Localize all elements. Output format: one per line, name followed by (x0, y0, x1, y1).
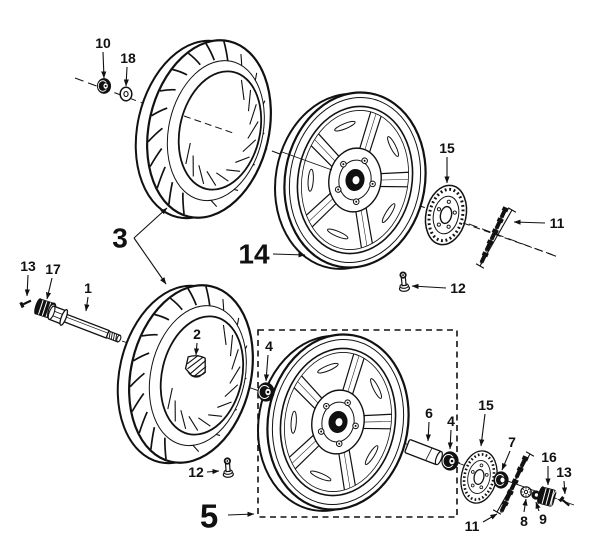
axle-bolt-1 (47, 305, 122, 343)
callout-leader-3 (133, 207, 168, 239)
callout-leader-8 (522, 498, 528, 513)
callout-leader-7 (501, 450, 511, 471)
callout-leader-11 (482, 513, 498, 523)
part-callout-13: 13 (556, 464, 572, 480)
part-callout-9: 9 (539, 511, 547, 527)
rim-weight-2 (184, 354, 207, 378)
centerline-overlays (183, 115, 557, 257)
part-callout-1: 1 (84, 280, 92, 296)
rear-brake-disc (460, 450, 498, 504)
part-callout-5: 5 (200, 498, 218, 535)
callout-leader-3 (133, 237, 167, 285)
part-callout-7: 7 (508, 434, 516, 450)
rear-wheel-rim (257, 333, 410, 512)
rear-disc-bolts-11 (492, 451, 535, 515)
callout-leader-4 (447, 429, 453, 450)
part-callout-2: 2 (193, 326, 201, 342)
front-wheel-rim (274, 91, 427, 270)
rear-wheel-assembly-box (257, 329, 458, 518)
callout-leader-4 (263, 354, 270, 382)
part-callout-13: 13 (20, 258, 36, 274)
part-callout-17: 17 (45, 261, 61, 277)
callout-leader-12 (411, 283, 447, 289)
spacer-4-right (441, 451, 459, 471)
callout-leader-1 (84, 296, 90, 312)
screw-13-left (19, 299, 32, 309)
callout-leader-9 (535, 501, 541, 512)
callout-leader-6 (425, 421, 431, 442)
callout-leader-2 (193, 342, 200, 356)
callout-leader-13 (24, 274, 30, 297)
callout-leader-15 (479, 413, 486, 447)
part-callout-14: 14 (238, 239, 270, 270)
part-callout-8: 8 (520, 513, 528, 529)
part-callout-10: 10 (95, 35, 111, 51)
rear-tire (116, 284, 254, 465)
part-callout-15: 15 (439, 140, 455, 156)
washer-18 (119, 86, 133, 102)
front-valve-stem (398, 271, 411, 292)
spacer-4-left (257, 382, 275, 402)
callout-leader-14 (272, 252, 306, 258)
part-callout-16: 16 (541, 449, 557, 465)
part-callout-12: 12 (188, 464, 204, 480)
part-callout-18: 18 (120, 50, 136, 66)
front-brake-disc (424, 184, 468, 246)
callout-leader-11 (513, 219, 546, 225)
part-callout-4: 4 (265, 338, 273, 354)
part-callout-11: 11 (550, 215, 565, 231)
axle-nut-10 (96, 78, 112, 94)
part-callout-12: 12 (450, 280, 466, 296)
part-callout-11: 11 (465, 518, 480, 534)
callout-leader-18 (123, 66, 129, 87)
callout-leader-5 (227, 511, 255, 517)
front-tire (134, 39, 272, 220)
washer-8 (520, 486, 532, 498)
callout-leader-13 (561, 480, 568, 495)
callout-leader-17 (45, 277, 53, 300)
axle-cap-16 (537, 486, 559, 507)
screw-13-right (558, 495, 570, 507)
part-callout-15: 15 (478, 397, 494, 413)
rear-valve-stem (222, 457, 234, 478)
spacer-6 (404, 439, 443, 466)
bearing-nut-7 (493, 471, 509, 489)
callout-leader-10 (101, 51, 107, 79)
front-disc-bolts-11 (475, 206, 517, 269)
callout-leader-12 (206, 468, 220, 475)
part-callout-4: 4 (447, 413, 455, 429)
diagram-art (19, 39, 575, 518)
part-callout-3: 3 (112, 223, 128, 254)
part-callout-6: 6 (425, 405, 433, 421)
